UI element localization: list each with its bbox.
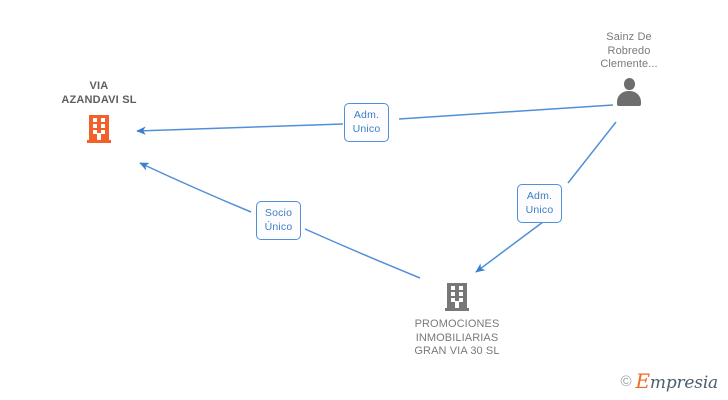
watermark-brand-rest: mpresia bbox=[649, 373, 718, 393]
copyright-icon: © bbox=[620, 373, 632, 390]
node-promociones-gran-via-label: PROMOCIONES INMOBILIARIAS GRAN VIA 30 SL bbox=[414, 318, 500, 357]
node-via-azandavi[interactable]: VIA AZANDAVI SL bbox=[29, 80, 169, 143]
edge-adm-unico-person-to-promociones bbox=[476, 121, 617, 272]
relation-label-socio-unico[interactable]: Socio Único bbox=[256, 201, 301, 240]
building-icon bbox=[445, 283, 469, 311]
edge-socio-unico-promociones-to-via bbox=[304, 228, 421, 279]
building-icon bbox=[87, 115, 111, 143]
edge-socio-unico-promociones-to-via-head bbox=[139, 162, 252, 213]
edge-adm-unico-person-to-via bbox=[137, 104, 614, 131]
watermark-brand: Empresia bbox=[636, 371, 719, 392]
watermark: © Empresia bbox=[620, 371, 718, 392]
person-icon bbox=[616, 77, 642, 106]
node-sainz-de-robredo[interactable]: Sainz De Robredo Clemente... bbox=[559, 31, 699, 106]
relation-label-adm-unico-right[interactable]: Adm. Unico bbox=[517, 184, 562, 223]
node-promociones-gran-via[interactable]: PROMOCIONES INMOBILIARIAS GRAN VIA 30 SL bbox=[387, 283, 527, 359]
node-sainz-de-robredo-label: Sainz De Robredo Clemente... bbox=[600, 31, 658, 70]
watermark-brand-lead: E bbox=[635, 369, 651, 393]
relation-label-adm-unico-top[interactable]: Adm. Unico bbox=[344, 103, 389, 142]
node-via-azandavi-label: VIA AZANDAVI SL bbox=[61, 80, 137, 106]
